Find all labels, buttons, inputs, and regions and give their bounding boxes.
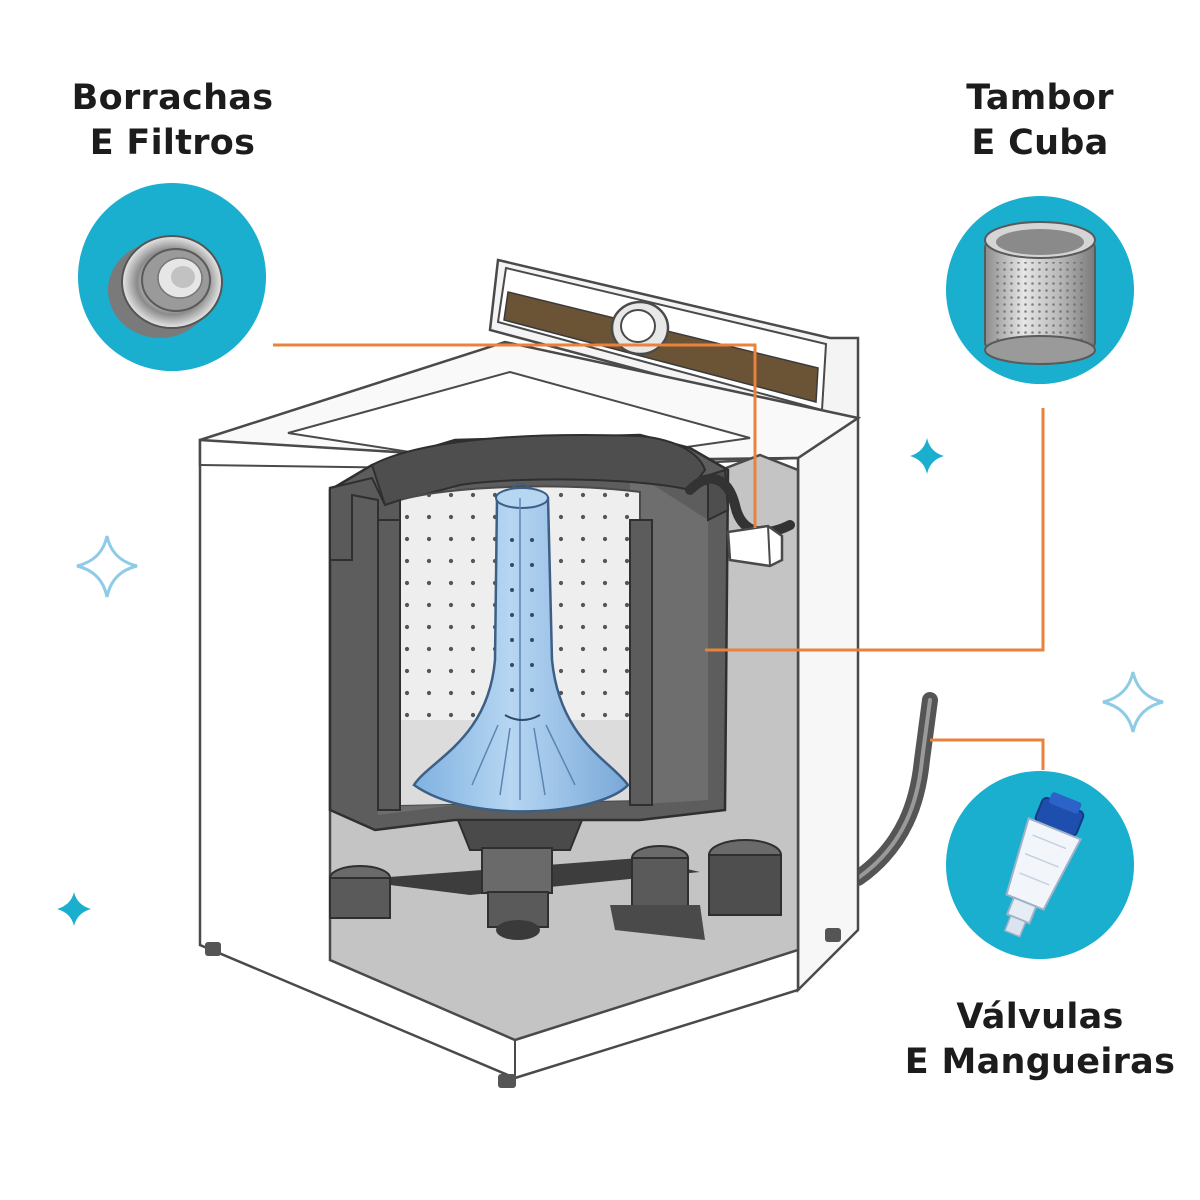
label-valves-hoses: Válvulas E Mangueiras [880,995,1200,1085]
label-seals-filters-line2: E Filtros [89,123,256,163]
motor-assembly [329,819,782,940]
control-knob-icon [610,300,670,356]
label-drum-tub: Tambor E Cuba [925,76,1155,166]
leader-line-seals [273,343,757,528]
leader-line-drum [705,408,1045,652]
inlet-valve [726,524,784,568]
label-seals-filters: Borrachas E Filtros [40,76,305,166]
label-valves-hoses-line1: Válvulas [956,997,1124,1037]
leader-line-valves [930,738,1045,770]
washing-machine [198,258,862,1088]
sparkle-icon [910,438,944,474]
water-filter-valve-icon [946,771,1134,959]
label-seals-filters-line1: Borrachas [71,78,274,118]
label-valves-hoses-line2: E Mangueiras [904,1042,1176,1082]
rubber-seal-ring-icon [78,183,266,371]
label-drum-tub-line1: Tambor [966,78,1114,118]
sparkle-icon [76,535,138,598]
sparkle-icon [1102,671,1164,733]
label-drum-tub-line2: E Cuba [971,123,1109,163]
agitator [412,482,630,813]
display-strip [503,291,819,403]
sparkle-icon [57,892,91,926]
stainless-drum-icon [946,196,1134,384]
